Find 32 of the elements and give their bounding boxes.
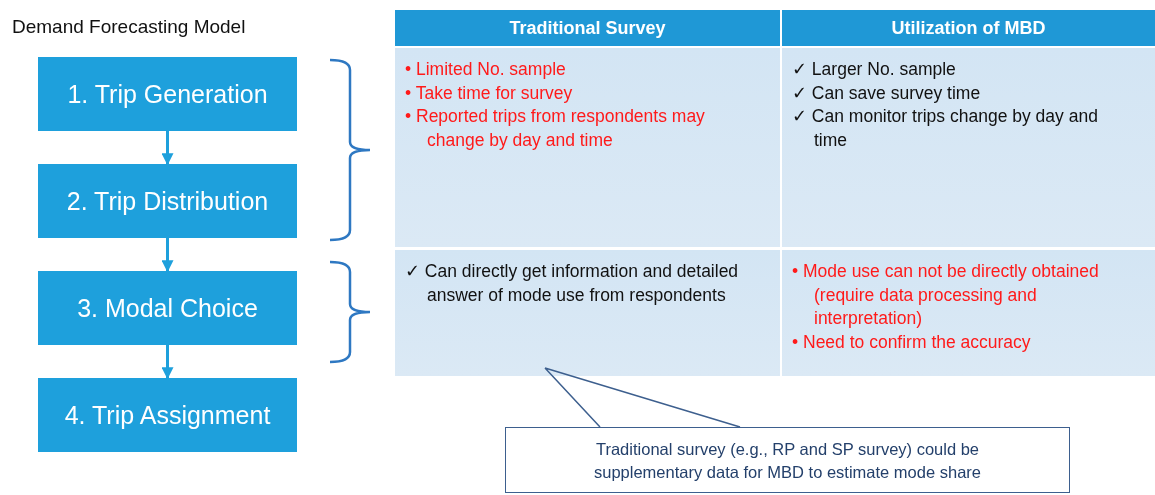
- column-header: Traditional Survey: [509, 17, 666, 39]
- arrow: [161, 131, 174, 166]
- step-label: 4. Trip Assignment: [64, 400, 271, 430]
- table-cell: [395, 48, 780, 247]
- table-cell: [782, 48, 1155, 247]
- step-label: 1. Trip Generation: [67, 79, 268, 109]
- arrow: [161, 345, 174, 380]
- table-cell: [782, 250, 1155, 376]
- header-cell: [782, 10, 1155, 46]
- callout-box: [505, 427, 1070, 493]
- list-item: • Take time for survey: [405, 81, 574, 105]
- list-item: ✓ Larger No. sample: [792, 58, 957, 81]
- title: Demand Forecasting Model: [12, 16, 246, 38]
- table-cell: [395, 250, 780, 376]
- list-item: • Mode use can not be directly obtained (require data processing and interpretation): [792, 260, 1100, 331]
- list-item: • Need to confirm the accuracy: [792, 330, 1032, 354]
- callout-pointer: [544, 367, 741, 428]
- process-box: [38, 57, 297, 131]
- process-box: [38, 378, 297, 452]
- step-label: 2. Trip Distribution: [66, 186, 269, 216]
- process-box: [38, 164, 297, 238]
- arrow: [161, 238, 174, 273]
- list-item: • Reported trips from respondents may change by day and time: [405, 105, 706, 152]
- list-item: ✓ Can directly get information and detailed answer of mode use from respondents: [405, 260, 740, 307]
- list-item: • Limited No. sample: [405, 58, 567, 81]
- column-header: Utilization of MBD: [891, 17, 1046, 39]
- callout-text: Traditional survey (e.g., RP and SP survey) could be supplementary data for MBD to estimate mode share: [594, 440, 981, 482]
- list-item: ✓ Can monitor trips change by day and time: [792, 105, 1099, 152]
- process-box: [38, 271, 297, 345]
- list-item: ✓ Can save survey time: [792, 81, 982, 105]
- step-label: 3. Modal Choice: [77, 293, 258, 323]
- header-cell: [395, 10, 780, 46]
